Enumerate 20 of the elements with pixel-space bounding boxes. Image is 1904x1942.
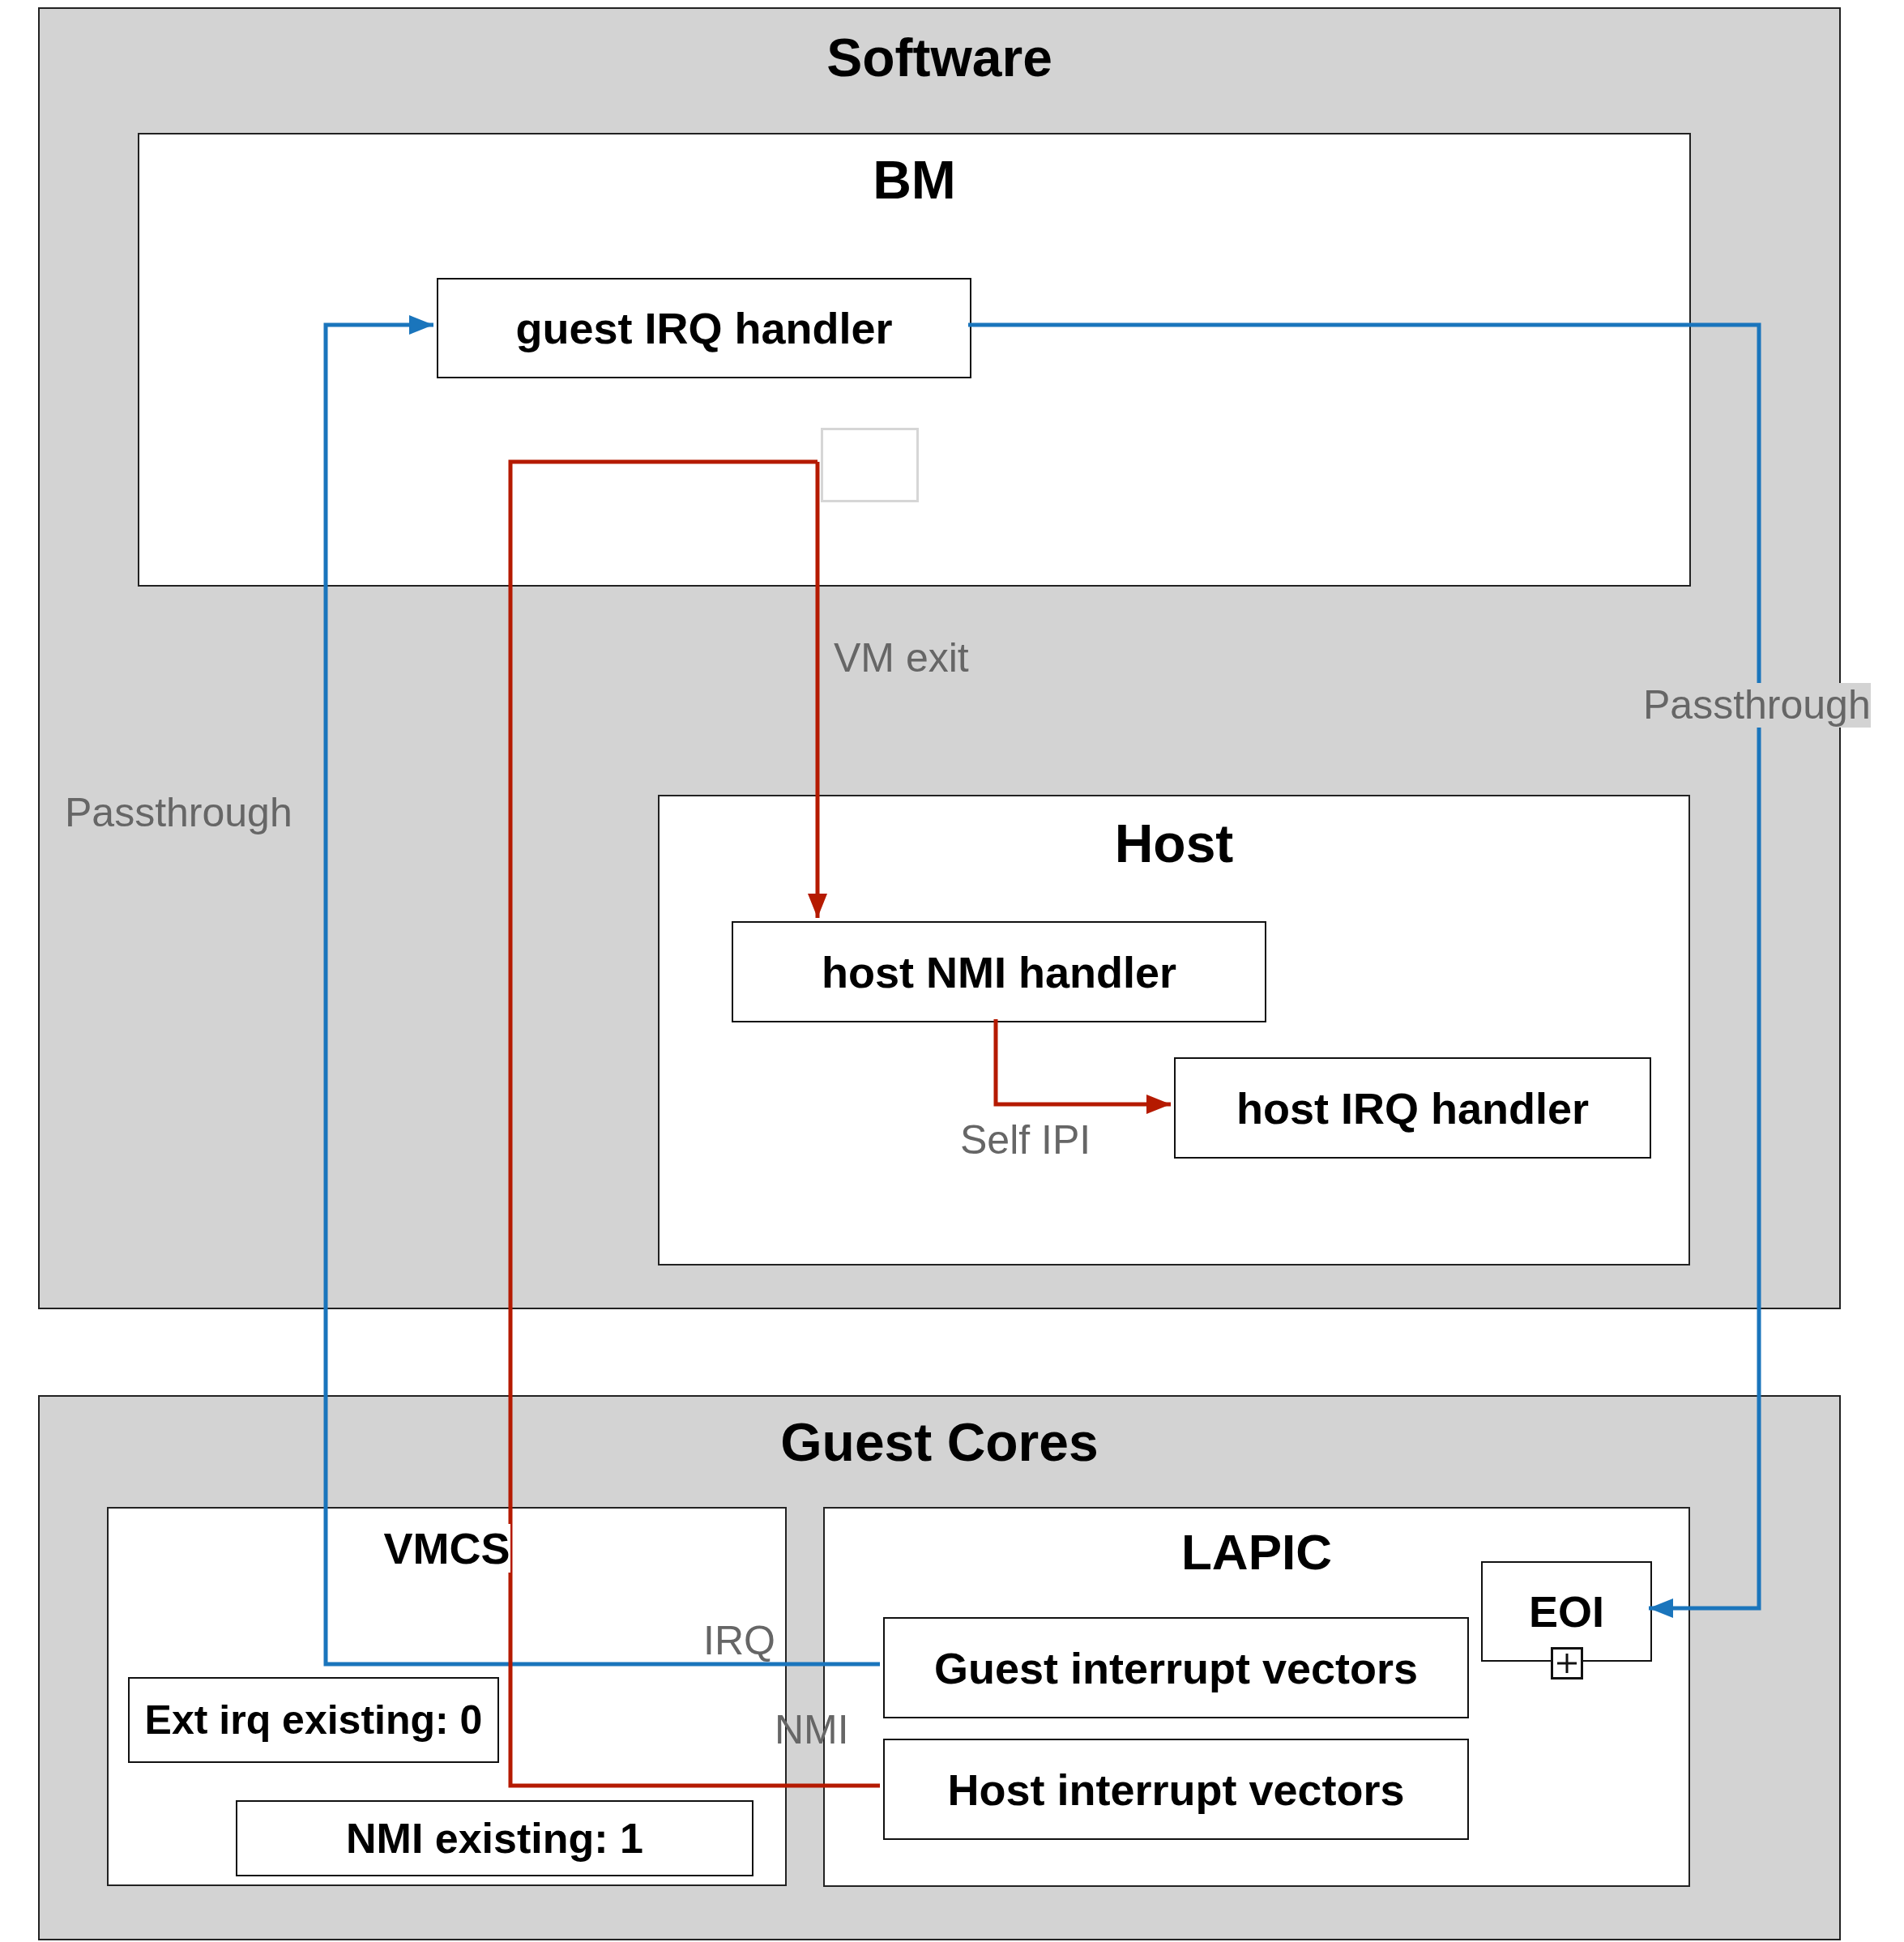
note-text: Passthrough bbox=[65, 791, 292, 835]
group-panel bbox=[658, 795, 1690, 1266]
group-panel bbox=[38, 1395, 1841, 1940]
edge-label: IRQ bbox=[703, 1619, 775, 1663]
process-box bbox=[236, 1800, 753, 1876]
edge-label: Self IPI bbox=[960, 1118, 1091, 1163]
process-box bbox=[732, 921, 1266, 1022]
arrow bbox=[808, 462, 827, 918]
process-box bbox=[437, 278, 971, 378]
process-box bbox=[883, 1739, 1469, 1840]
arrow bbox=[993, 1019, 1171, 1114]
process-box bbox=[883, 1617, 1469, 1718]
process-box bbox=[1174, 1057, 1651, 1159]
edge-label: VM exit bbox=[834, 636, 969, 681]
arrow bbox=[968, 322, 1761, 1618]
empty-box bbox=[821, 428, 919, 502]
panel-title: VMCS bbox=[383, 1524, 510, 1573]
group-panel bbox=[138, 133, 1691, 587]
arrow bbox=[323, 315, 880, 1667]
process-box bbox=[128, 1677, 499, 1763]
